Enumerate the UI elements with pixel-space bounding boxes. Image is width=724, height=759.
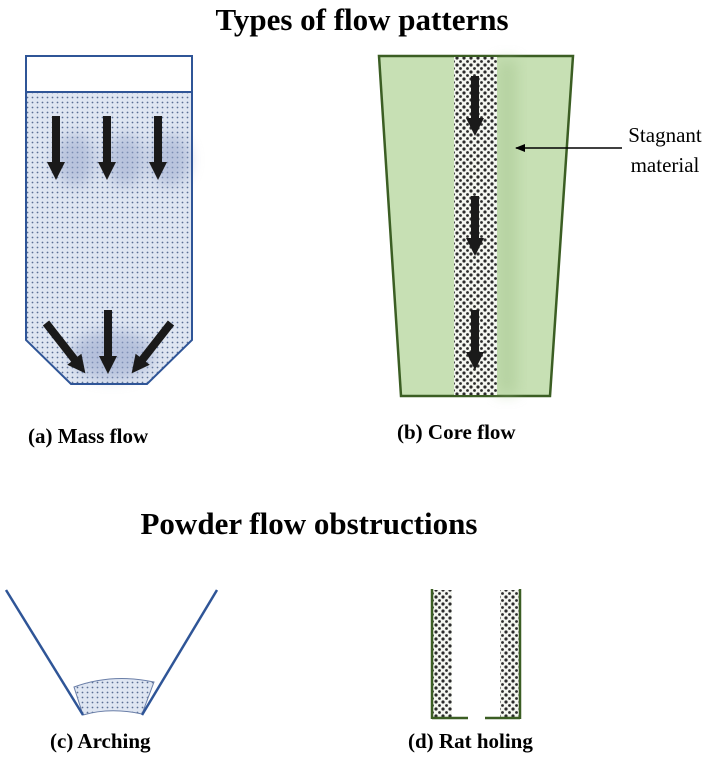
heading-flow-patterns: Types of flow patterns xyxy=(215,2,509,37)
down-arrow-icon xyxy=(466,310,484,370)
down-arrow-icon xyxy=(466,196,484,256)
down-arrow-icon xyxy=(98,116,116,180)
rat-holing-hopper xyxy=(430,589,522,720)
down-arrow-icon xyxy=(149,116,167,180)
core-flow-hopper xyxy=(377,54,575,398)
mass-flow-arrows xyxy=(42,116,175,374)
arching-hopper xyxy=(4,589,219,716)
caption-arching: (c) Arching xyxy=(50,729,151,753)
heading-obstructions: Powder flow obstructions xyxy=(140,506,478,541)
diagonal-arrow-icon xyxy=(131,320,175,374)
stagnant-label-line1: Stagnant xyxy=(628,123,702,147)
caption-core-flow: (b) Core flow xyxy=(397,420,516,444)
down-arrow-icon xyxy=(99,310,117,374)
diagonal-arrow-icon xyxy=(42,320,86,374)
caption-mass-flow: (a) Mass flow xyxy=(28,424,149,448)
stagnant-material-label: Stagnant material xyxy=(615,120,715,180)
down-arrow-icon xyxy=(466,76,484,136)
stagnant-label-line2: material xyxy=(630,153,700,177)
caption-rat-holing: (d) Rat holing xyxy=(408,729,533,753)
down-arrow-icon xyxy=(47,116,65,180)
